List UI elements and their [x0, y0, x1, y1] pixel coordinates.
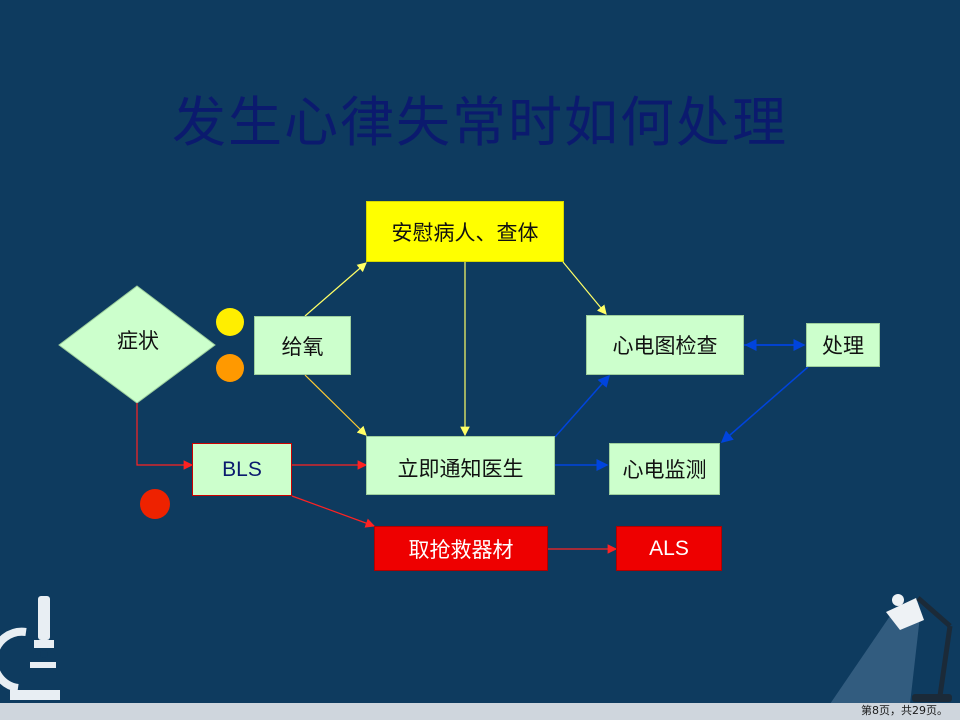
page-counter: 第8页，共29页。 [861, 704, 948, 717]
footer-bar [0, 703, 960, 720]
arrow-oxygen-to-comfort [304, 262, 367, 317]
yellow-dot [216, 308, 244, 336]
arrow-oxygen-to-notify [304, 374, 367, 436]
red-dot [140, 489, 170, 519]
arrow-treatment-to-ecg-monitor [720, 366, 809, 443]
arrow-notify-to-ecg-check [554, 374, 610, 438]
notify-doctor-node: 立即通知医生 [366, 436, 555, 495]
slide-title: 发生心律失常时如何处理 [172, 91, 788, 154]
treatment-node: 处理 [806, 323, 880, 367]
als-node: ALS [616, 526, 722, 571]
arrow-comfort-to-ecg-check [562, 261, 607, 315]
symptom-label: 症状 [117, 329, 159, 353]
comfort-node: 安慰病人、查体 [366, 201, 564, 262]
ecg-monitor-node: 心电监测 [609, 443, 720, 495]
orange-dot [216, 354, 244, 382]
desk-lamp-icon [830, 594, 953, 704]
oxygen-node: 给氧 [254, 316, 351, 375]
arrow-bls-to-equipment [291, 495, 376, 528]
ecg-check-node: 心电图检查 [586, 315, 744, 375]
equipment-node: 取抢救器材 [374, 526, 548, 571]
arrow-symptom-to-bls [136, 403, 194, 470]
bls-node: BLS [192, 443, 292, 496]
microscope-icon [0, 596, 60, 700]
